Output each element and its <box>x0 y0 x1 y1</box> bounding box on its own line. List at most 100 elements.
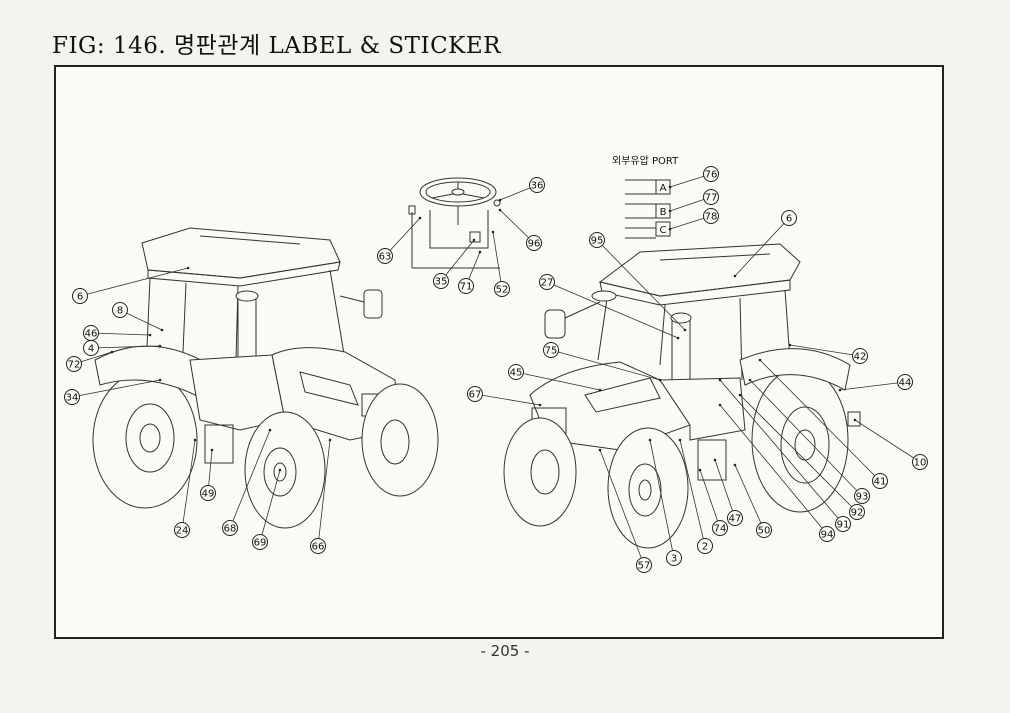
callout-right-tractor-2: 2 <box>697 538 713 554</box>
callout-right-tractor-74: 74 <box>712 520 728 536</box>
callout-right-tractor-57-label: 57 <box>638 561 651 572</box>
callout-right-tractor-74-leader <box>699 469 721 529</box>
callout-steering-36-label: 36 <box>531 181 544 192</box>
callout-left-tractor-4: 4 <box>83 340 99 356</box>
callout-left-tractor-69: 69 <box>252 534 268 550</box>
callout-right-tractor-47: 47 <box>727 510 743 526</box>
callout-left-tractor-24-leader <box>181 439 196 531</box>
callout-right-tractor-2-leader <box>679 439 706 547</box>
callout-right-tractor-47-label: 47 <box>729 514 742 525</box>
callout-port-76: 76 <box>703 166 719 182</box>
callout-right-tractor-45: 45 <box>508 364 524 380</box>
callout-right-tractor-67: 67 <box>467 386 483 402</box>
callout-right-tractor-45-leader <box>515 371 601 391</box>
callout-right-tractor-41: 41 <box>872 473 888 489</box>
callout-right-tractor-93-leader <box>749 379 863 497</box>
callout-right-tractor-93: 93 <box>854 488 870 504</box>
callout-right-tractor-95-label: 95 <box>591 236 604 247</box>
callout-left-tractor-66-label: 66 <box>312 542 325 553</box>
callout-right-tractor-92: 92 <box>849 504 865 520</box>
callout-right-tractor-95-leader <box>596 239 686 331</box>
callout-right-tractor-57: 57 <box>636 557 652 573</box>
callout-right-tractor-27-label: 27 <box>541 278 554 289</box>
callout-steering-35: 35 <box>433 273 449 289</box>
port-letter-a: A <box>660 183 667 194</box>
callout-right-tractor-44: 44 <box>897 374 913 390</box>
callout-right-tractor-91-label: 91 <box>837 520 850 531</box>
callout-right-tractor-6-label: 6 <box>786 214 792 225</box>
callout-left-tractor-24: 24 <box>174 522 190 538</box>
callout-right-tractor-50-leader <box>734 464 765 531</box>
callout-port-78-label: 78 <box>705 212 718 223</box>
callout-steering-63: 63 <box>377 248 393 264</box>
callout-right-tractor-95: 95 <box>589 232 605 248</box>
callout-right-tractor-67-label: 67 <box>469 390 482 401</box>
callout-right-tractor-2-label: 2 <box>702 542 708 553</box>
callout-left-tractor-69-label: 69 <box>254 538 267 549</box>
callout-left-tractor-8-label: 8 <box>117 306 123 317</box>
callout-left-tractor-8: 8 <box>112 302 128 318</box>
callout-right-tractor-57-leader <box>599 449 645 566</box>
callout-right-tractor-50-label: 50 <box>758 526 771 537</box>
callout-right-tractor-67-leader <box>474 393 541 406</box>
steering-wheel-icon <box>408 177 501 269</box>
callout-right-tractor-91-leader <box>719 379 844 525</box>
callout-left-tractor-69-leader <box>259 469 281 543</box>
callout-right-tractor-75-label: 75 <box>545 346 558 357</box>
callout-left-tractor-4-label: 4 <box>88 344 94 355</box>
callout-right-tractor-44-leader <box>839 381 906 391</box>
callout-left-tractor-68: 68 <box>222 520 238 536</box>
callout-right-tractor-3-label: 3 <box>671 554 677 565</box>
callout-right-tractor-42: 42 <box>852 348 868 364</box>
callout-steering-35-leader <box>440 239 475 282</box>
callout-right-tractor-3: 3 <box>666 550 682 566</box>
callout-left-tractor-68-leader <box>229 429 271 529</box>
callout-steering-96: 96 <box>526 235 542 251</box>
callout-left-tractor-49-label: 49 <box>202 489 215 500</box>
callout-left-tractor-46-leader <box>90 332 151 336</box>
callout-steering-52: 52 <box>494 281 510 297</box>
page-title: FIG: 146. 명판관계 LABEL & STICKER <box>52 33 501 59</box>
callout-right-tractor-94-label: 94 <box>821 530 834 541</box>
tractor-left-icon <box>92 227 439 529</box>
page-number: - 205 - <box>480 642 530 660</box>
callout-right-tractor-6-leader <box>734 217 790 277</box>
callout-right-tractor-45-label: 45 <box>510 368 523 379</box>
callout-right-tractor-27-leader <box>546 281 679 339</box>
callout-left-tractor-66-leader <box>317 439 331 547</box>
callout-right-tractor-47-leader <box>714 459 736 519</box>
callout-right-tractor-75: 75 <box>543 342 559 358</box>
callout-steering-71: 71 <box>458 278 474 294</box>
callout-left-tractor-34-label: 34 <box>66 393 79 404</box>
callout-right-tractor-92-leader <box>739 394 858 513</box>
callout-right-tractor-41-label: 41 <box>874 477 887 488</box>
callout-right-tractor-75-leader <box>550 349 661 381</box>
callout-right-tractor-93-label: 93 <box>856 492 869 503</box>
callout-steering-71-label: 71 <box>460 282 473 293</box>
callout-port-78: 78 <box>703 208 719 224</box>
callout-right-tractor-44-label: 44 <box>899 378 912 389</box>
callout-port-76-label: 76 <box>705 170 718 181</box>
callout-left-tractor-6: 6 <box>72 288 88 304</box>
callout-right-tractor-10-leader <box>854 419 921 463</box>
callout-steering-63-leader <box>384 217 421 257</box>
callout-right-tractor-10: 10 <box>912 454 928 470</box>
callout-left-tractor-68-label: 68 <box>224 524 237 535</box>
port-heading: 외부유압 PORT <box>612 154 679 167</box>
callout-right-tractor-6: 6 <box>781 210 797 226</box>
callout-right-tractor-10-label: 10 <box>914 458 927 469</box>
callout-left-tractor-6-label: 6 <box>77 292 83 303</box>
callout-left-tractor-46: 46 <box>83 325 99 341</box>
callout-steering-96-label: 96 <box>528 239 541 250</box>
callout-right-tractor-94-leader <box>719 404 828 535</box>
callout-left-tractor-34-leader <box>71 379 161 398</box>
callout-left-tractor-66: 66 <box>310 538 326 554</box>
callout-left-tractor-24-label: 24 <box>176 526 189 537</box>
callout-steering-35-label: 35 <box>435 277 448 288</box>
callout-left-tractor-34: 34 <box>64 389 80 405</box>
port-letter-c: C <box>660 225 667 236</box>
callout-left-tractor-72-label: 72 <box>68 360 81 371</box>
callout-right-tractor-92-label: 92 <box>851 508 864 519</box>
callout-port-77-label: 77 <box>705 193 718 204</box>
